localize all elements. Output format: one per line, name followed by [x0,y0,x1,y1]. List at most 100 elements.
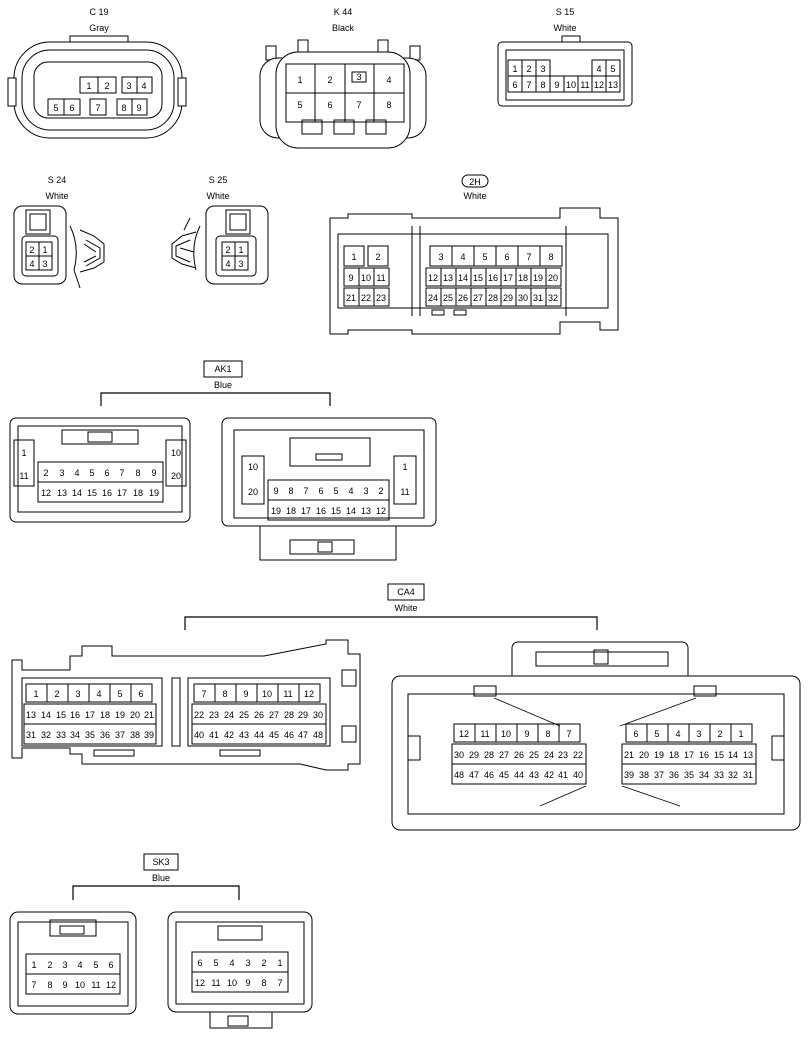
svg-text:19: 19 [271,506,281,516]
svg-text:5: 5 [333,486,338,496]
s15-pins: 1 2 3 4 5 6 7 8 9 10 11 12 13 [507,59,621,93]
svg-text:9: 9 [243,689,248,699]
svg-text:14: 14 [72,488,82,498]
svg-text:12: 12 [428,273,438,283]
svg-text:34: 34 [70,730,80,740]
svg-text:45: 45 [499,770,509,780]
svg-text:38: 38 [130,730,140,740]
svg-text:9: 9 [62,980,67,990]
svg-text:2: 2 [54,689,59,699]
c19-color-label: Gray [89,23,109,33]
svg-text:29: 29 [469,750,479,760]
svg-text:4: 4 [29,259,34,269]
svg-text:32: 32 [41,730,51,740]
svg-text:4: 4 [348,486,353,496]
svg-text:12: 12 [304,689,314,699]
svg-text:15: 15 [331,506,341,516]
svg-text:2: 2 [526,64,531,74]
svg-text:17: 17 [117,488,127,498]
svg-text:31: 31 [743,770,753,780]
s15-code-label: S 15 [556,7,575,17]
k44-code-label: K 44 [334,7,353,17]
svg-text:8: 8 [261,978,266,988]
svg-text:27: 27 [499,750,509,760]
svg-text:17: 17 [684,750,694,760]
svg-text:2: 2 [225,245,230,255]
svg-text:5: 5 [93,960,98,970]
2h-pins: 1 2 9 10 11 21 22 23 3 4 5 6 7 8 12 13 1… [343,245,563,307]
svg-text:11: 11 [400,487,409,497]
svg-text:8: 8 [548,252,553,262]
svg-text:32: 32 [548,293,558,303]
svg-text:8: 8 [222,689,227,699]
ak1-color-label: Blue [214,380,232,390]
s15-color-label: White [553,23,576,33]
svg-text:5: 5 [482,252,487,262]
svg-text:4: 4 [229,958,234,968]
svg-text:4: 4 [460,252,465,262]
svg-text:3: 3 [540,64,545,74]
svg-text:44: 44 [254,730,264,740]
svg-text:9: 9 [524,729,529,739]
2h-color-label: White [463,191,486,201]
svg-text:10: 10 [501,729,511,739]
svg-text:28: 28 [484,750,494,760]
svg-text:22: 22 [194,710,204,720]
svg-text:5: 5 [297,100,302,110]
svg-text:2: 2 [378,486,383,496]
svg-text:7: 7 [526,80,531,90]
k44-pins: 1 2 3 4 5 6 7 8 [286,64,404,122]
svg-text:3: 3 [363,486,368,496]
svg-text:3: 3 [59,468,64,478]
svg-text:21: 21 [346,293,356,303]
s24-pins: 2 1 4 3 [25,241,53,271]
sk3-right-pins: 6 5 4 3 2 1 12 11 10 9 8 7 [191,951,289,993]
svg-text:15: 15 [714,750,724,760]
svg-text:13: 13 [26,710,36,720]
svg-text:9: 9 [136,103,141,113]
svg-text:39: 39 [624,770,634,780]
connector-2h: 2H White 1 2 9 10 11 21 22 23 3 4 5 6 7 … [329,174,619,335]
sk3-left-pins: 1 2 3 4 5 6 7 8 9 10 11 12 [25,953,121,995]
ca4-code-label: CA4 [397,587,415,597]
svg-text:25: 25 [239,710,249,720]
svg-text:26: 26 [514,750,524,760]
svg-text:18: 18 [100,710,110,720]
svg-text:3: 3 [42,259,47,269]
svg-text:3: 3 [238,259,243,269]
svg-text:11: 11 [283,689,292,699]
svg-text:19: 19 [149,488,159,498]
svg-text:2: 2 [104,81,109,91]
svg-text:28: 28 [284,710,294,720]
svg-text:7: 7 [303,486,308,496]
svg-text:11: 11 [91,980,100,990]
svg-text:14: 14 [458,273,468,283]
svg-text:3: 3 [438,252,443,262]
svg-text:18: 18 [286,506,296,516]
svg-text:37: 37 [654,770,664,780]
connector-ca4: CA4 White 1 2 3 4 5 6 7 8 9 10 11 12 13 … [11,583,801,831]
svg-text:20: 20 [248,487,258,497]
connector-c19: C 19 Gray 1 2 3 4 5 6 7 8 9 [7,7,187,139]
svg-text:12: 12 [594,80,604,90]
svg-text:4: 4 [77,960,82,970]
svg-text:1: 1 [86,81,91,91]
svg-text:7: 7 [356,100,361,110]
ak1-left-pins: 1 11 10 20 2 3 4 5 6 7 8 9 12 13 14 15 1… [13,439,187,503]
svg-text:8: 8 [386,100,391,110]
svg-text:3: 3 [696,729,701,739]
svg-text:1: 1 [402,462,407,472]
connector-s15: S 15 White 1 2 3 4 5 6 7 8 9 10 11 12 13 [497,7,633,107]
svg-text:42: 42 [224,730,234,740]
svg-text:7: 7 [31,980,36,990]
ca4-color-label: White [394,603,417,613]
2h-code-label: 2H [469,177,481,187]
sk3-color-label: Blue [152,873,170,883]
svg-text:16: 16 [316,506,326,516]
svg-text:17: 17 [503,273,513,283]
svg-text:41: 41 [558,770,568,780]
svg-text:37: 37 [115,730,125,740]
svg-text:1: 1 [21,448,26,458]
svg-text:30: 30 [454,750,464,760]
